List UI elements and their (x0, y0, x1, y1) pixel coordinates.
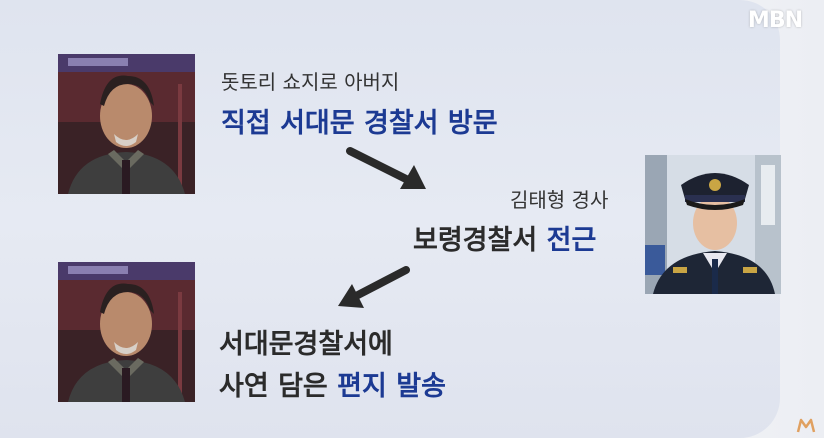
step2-caption-plain: 보령경찰서 (413, 225, 547, 256)
arrow-down-left-icon (338, 266, 410, 308)
step1-caption-line1: 돗토리 쇼지로 아버지 (221, 70, 400, 94)
step3-caption-line2: 사연 담은 편지 발송 (219, 364, 446, 403)
mbn-corner-logo-icon (796, 418, 816, 433)
step3-caption-plain: 사연 담은 (219, 371, 338, 402)
step2-caption-highlight: 전근 (546, 225, 597, 256)
arrow-down-right-icon (346, 147, 426, 189)
step1-caption-line2: 직접 서대문 경찰서 방문 (221, 108, 498, 139)
step3-caption-highlight: 편지 발송 (337, 371, 446, 402)
broadcaster-logo: MBN (747, 8, 803, 33)
police-officer-photo (645, 155, 781, 294)
step2-caption-line1: 김태형 경사 (510, 188, 609, 212)
step2-caption-line2: 보령경찰서 전근 (413, 218, 596, 257)
elderly-man-photo-top (58, 54, 195, 194)
step3-caption-line1: 서대문경찰서에 (219, 329, 393, 360)
elderly-man-photo-bottom (58, 262, 195, 402)
